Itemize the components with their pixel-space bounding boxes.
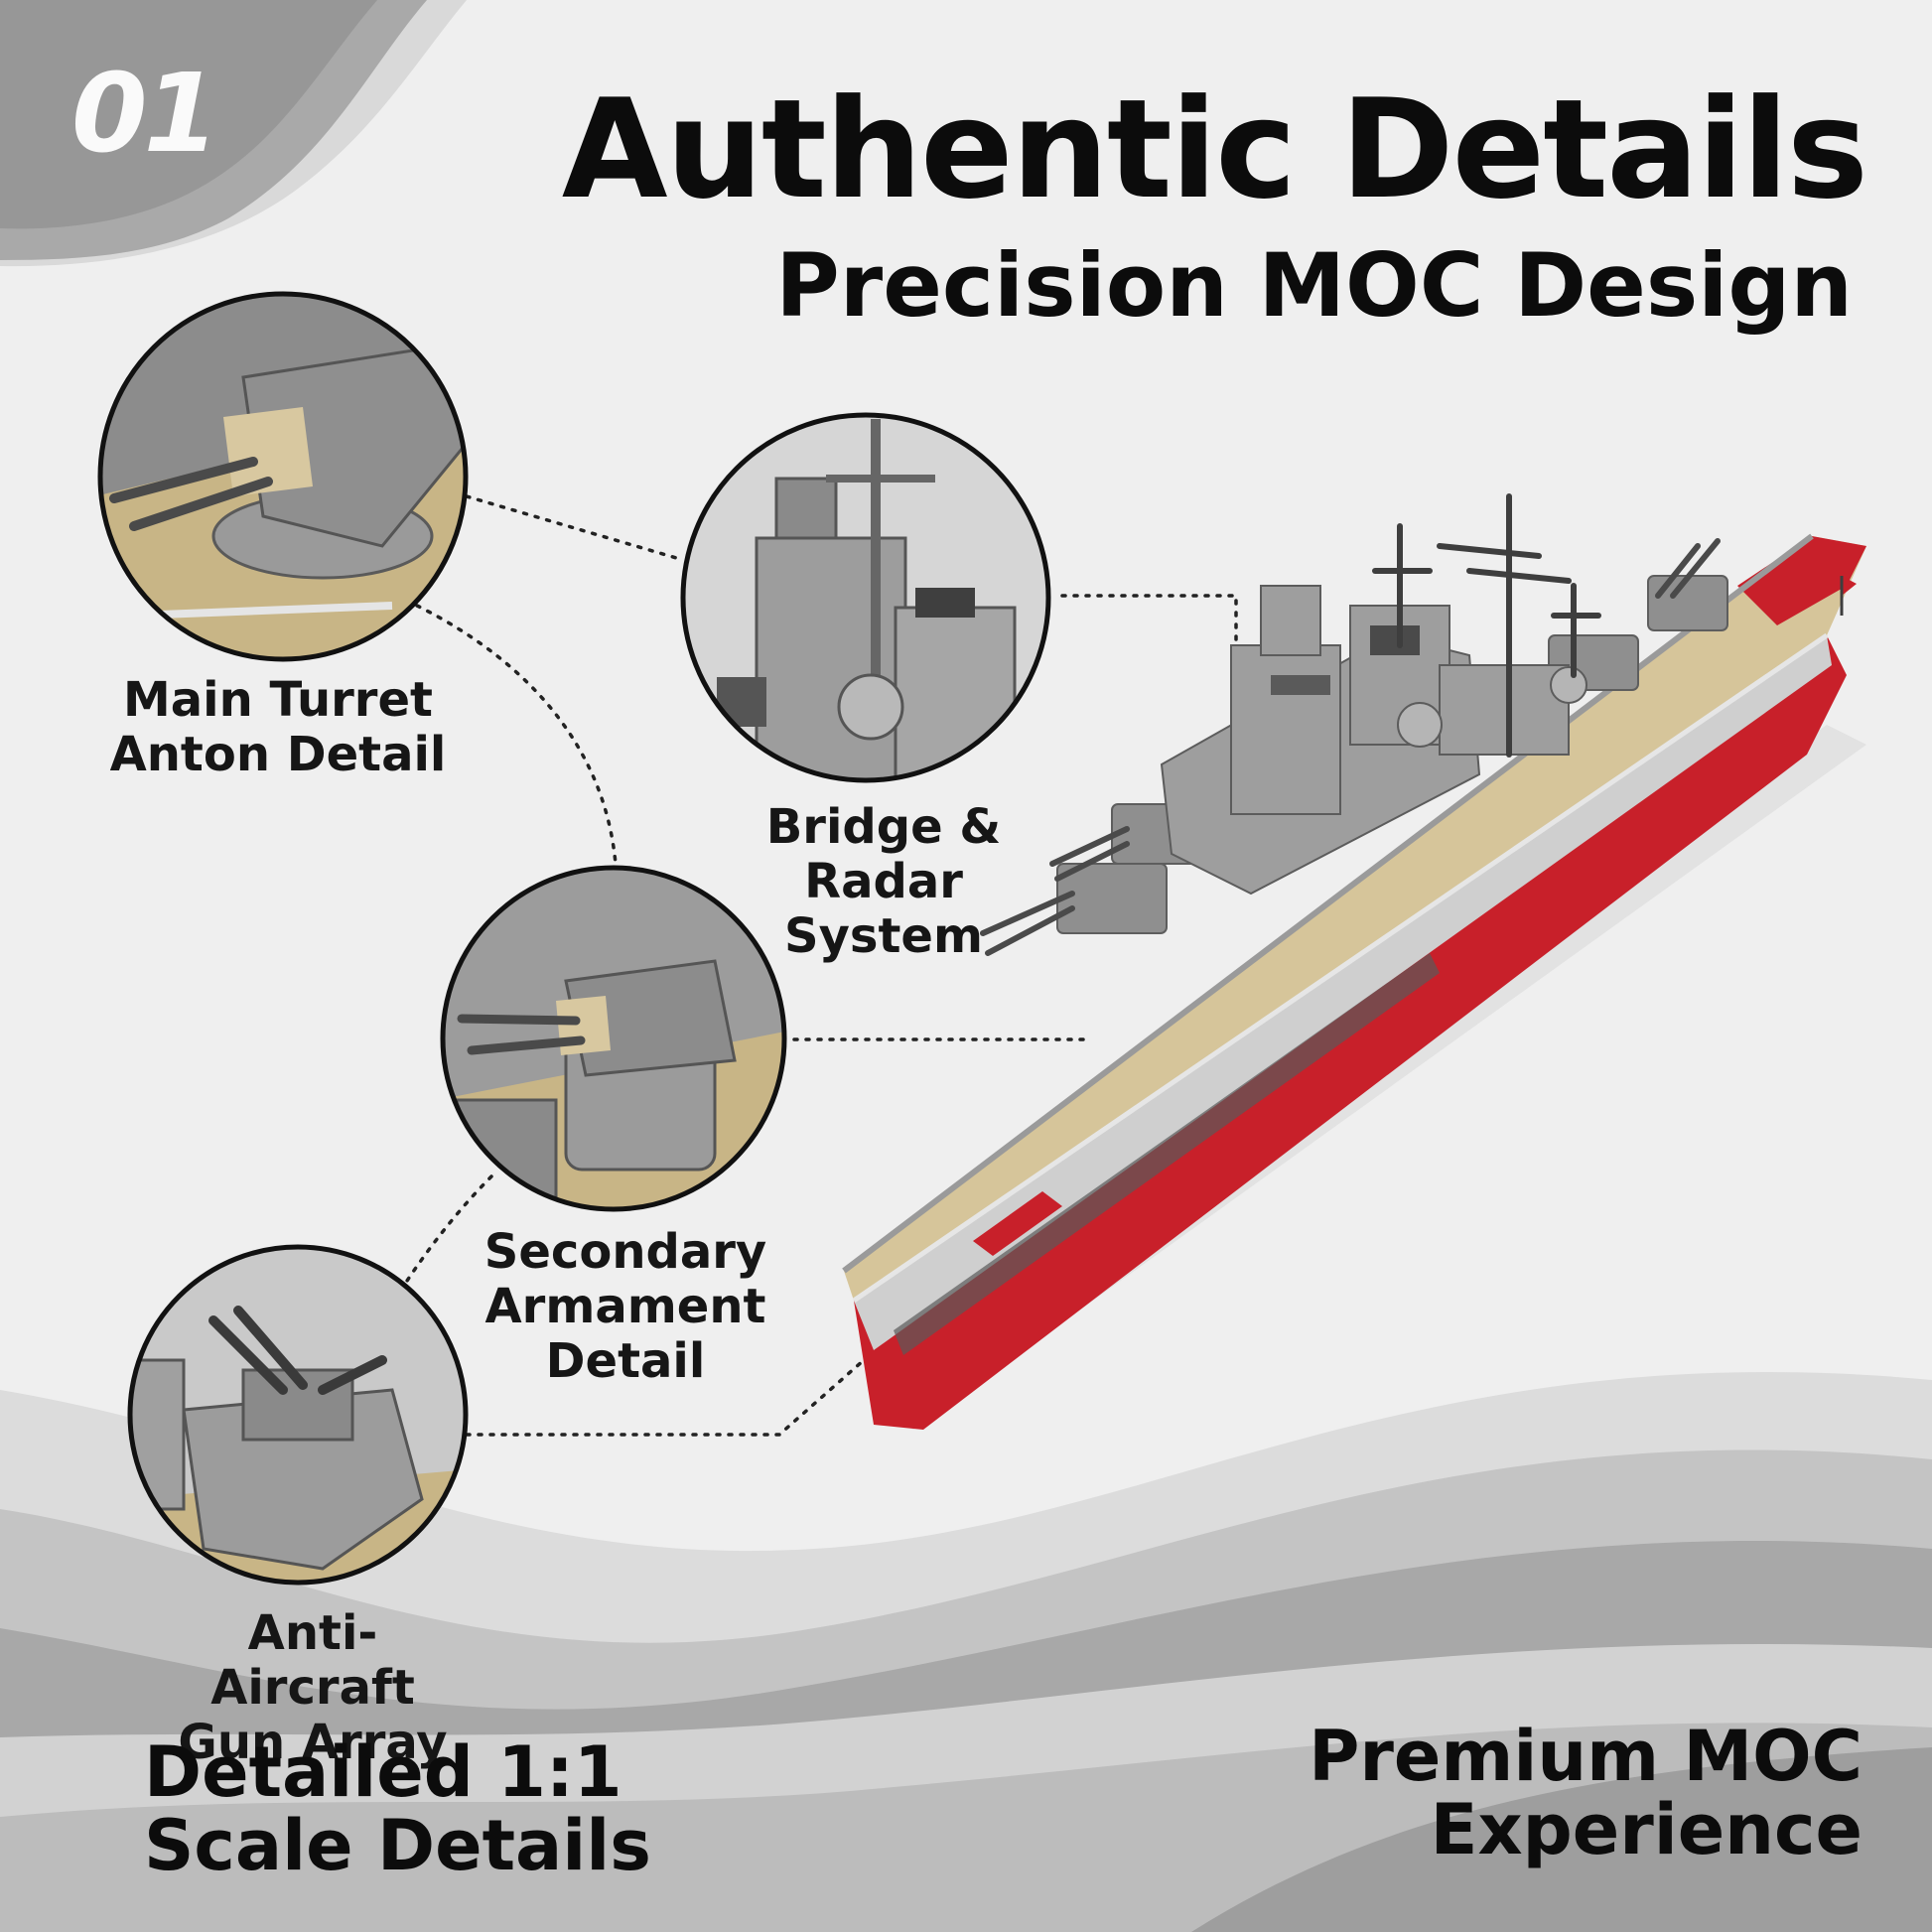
callout-label-line: Main Turret xyxy=(123,672,433,728)
callout-label-line: Bridge & Radar xyxy=(765,799,1002,909)
callout-label-anti-aircraft: Anti-Aircraft Gun Array xyxy=(149,1606,477,1770)
footer-right-line: Experience xyxy=(1430,1789,1863,1870)
anti-aircraft-detail-image xyxy=(127,1244,469,1586)
callout-label-line: Gun Array xyxy=(178,1715,448,1770)
main-turret-detail-image xyxy=(97,291,469,662)
page-subtitle: Precision MOC Design xyxy=(775,234,1853,337)
callout-label-line: Armament Detail xyxy=(484,1279,766,1389)
callout-label-line: Anti-Aircraft xyxy=(210,1605,415,1716)
battleship-model-image xyxy=(842,493,1866,1430)
footer-right-caption: Premium MOC Experience xyxy=(1309,1720,1863,1866)
footer-left-line: Scale Details xyxy=(144,1805,651,1886)
callout-label-line: Secondary xyxy=(483,1224,767,1280)
footer-left-caption: Detailed 1:1 Scale Details xyxy=(144,1735,651,1882)
section-number-badge: 01 xyxy=(71,50,219,177)
secondary-armament-detail-image xyxy=(440,865,787,1212)
callout-label-line: System xyxy=(784,908,983,964)
footer-right-line: Premium MOC xyxy=(1309,1716,1863,1797)
page-title: Authentic Details xyxy=(561,69,1868,229)
callout-label-bridge-radar: Bridge & Radar System xyxy=(695,800,1072,964)
footer-left-line: Detailed 1:1 xyxy=(144,1731,622,1813)
callout-label-line: Anton Detail xyxy=(109,727,447,782)
callout-label-secondary-armament: Secondary Armament Detail xyxy=(437,1225,814,1389)
callout-label-main-turret: Main Turret Anton Detail xyxy=(109,673,447,782)
bridge-radar-detail-image xyxy=(680,412,1051,783)
